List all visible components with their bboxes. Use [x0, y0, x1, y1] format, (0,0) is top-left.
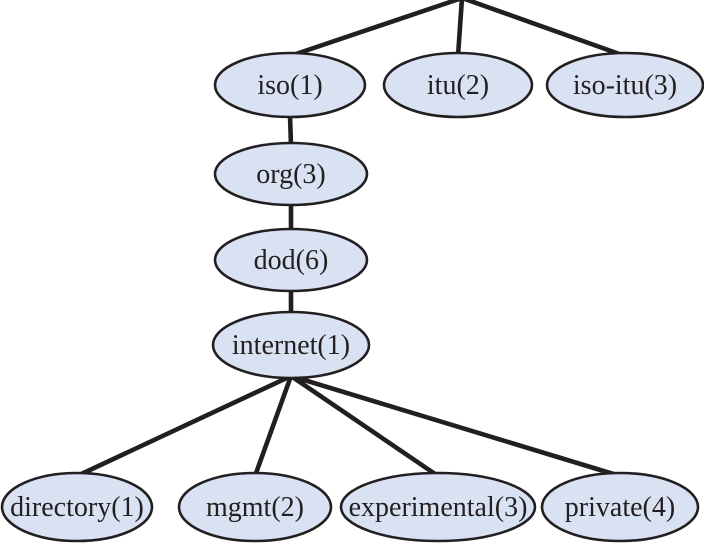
node-iso: iso(1)	[213, 51, 367, 119]
directory-ellipse	[0, 471, 154, 543]
itu-label: itu(2)	[427, 70, 489, 101]
edge-iso-to-org	[287, 112, 294, 149]
edges-layer	[74, 0, 628, 479]
org-ellipse	[213, 141, 369, 207]
directory-label: directory(1)	[10, 492, 144, 523]
nodes-layer: iso(1) itu(2) iso-itu(3) org(3) dod(6) intern…	[0, 51, 704, 543]
internet-label: internet(1)	[232, 330, 350, 361]
dod-label: dod(6)	[254, 245, 329, 276]
node-directory: directory(1)	[0, 471, 154, 543]
iso-itu-label: iso-itu(3)	[573, 70, 677, 101]
edge-internet-to-private	[288, 373, 623, 479]
private-label: private(4)	[565, 492, 675, 523]
edge-apex-to-iso	[287, 0, 464, 59]
node-iso-itu: iso-itu(3)	[545, 51, 704, 119]
private-ellipse	[540, 471, 700, 543]
node-org: org(3)	[213, 141, 369, 207]
iso-ellipse	[213, 51, 367, 119]
edge-apex-to-iso-itu	[460, 0, 628, 59]
experimental-ellipse	[339, 471, 537, 543]
edge-internet-to-mgmt	[252, 373, 294, 479]
node-internet: internet(1)	[211, 310, 371, 380]
org-label: org(3)	[256, 159, 325, 190]
node-experimental: experimental(3)	[339, 471, 537, 543]
internet-ellipse	[211, 310, 371, 380]
mgmt-label: mgmt(2)	[206, 492, 304, 523]
dod-ellipse	[213, 227, 369, 293]
node-dod: dod(6)	[213, 227, 369, 293]
experimental-label: experimental(3)	[349, 492, 528, 523]
mgmt-ellipse	[177, 471, 333, 543]
iso-itu-ellipse	[545, 51, 704, 119]
edge-internet-to-experimental	[288, 373, 441, 479]
node-itu: itu(2)	[382, 51, 534, 119]
iso-label: iso(1)	[257, 70, 322, 101]
edge-internet-to-directory	[74, 373, 294, 479]
node-private: private(4)	[540, 471, 700, 543]
itu-ellipse	[382, 51, 534, 119]
edge-apex-to-itu	[455, 0, 465, 59]
node-mgmt: mgmt(2)	[177, 471, 333, 543]
